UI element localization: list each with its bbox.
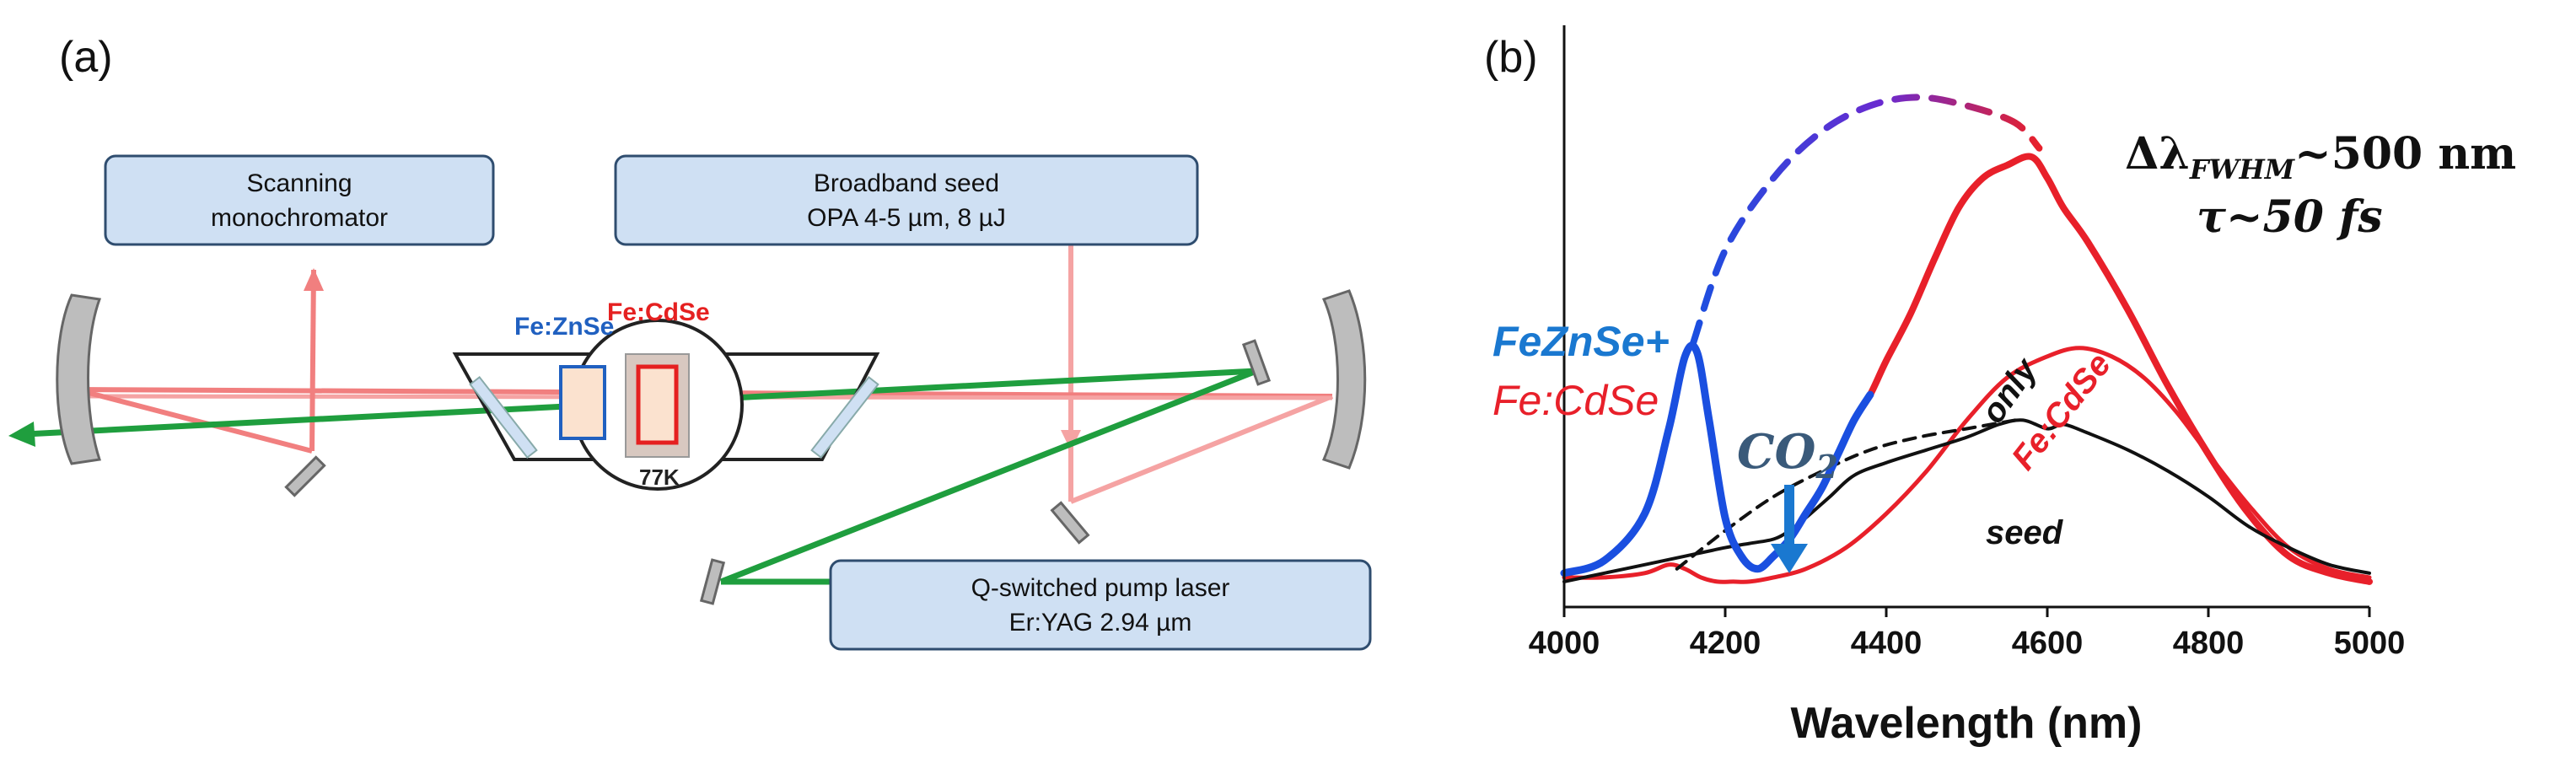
fwhm-value: ~500 nm <box>2294 128 2516 180</box>
chart-series-layer <box>1560 94 2373 585</box>
co2-text: CO <box>1737 424 1816 480</box>
mirrors <box>56 289 1367 605</box>
legend-fecdse: Fe:CdSe <box>1492 377 1659 424</box>
monochromator-line1: Scanning <box>246 169 352 197</box>
co2-arrow-icon <box>1771 485 1808 573</box>
tau-annotation: τ~50 fs <box>2197 191 2383 243</box>
cryostat: Fe:ZnSe Fe:CdSe 77K <box>452 298 880 491</box>
x-tick-label: 4000 <box>1529 626 1600 661</box>
box-monochromator: Scanning monochromator <box>104 154 495 246</box>
cryostat-housing <box>452 352 880 461</box>
x-tick-layer: 4000 4200 4400 4600 4800 5000 <box>1529 607 2406 661</box>
fezns-label: Fe:ZnSe <box>514 313 614 341</box>
fezns-crystal <box>559 365 606 440</box>
temperature-label: 77K <box>639 465 680 490</box>
seed-beam-to-mirror <box>1069 394 1334 504</box>
flat-mirror-lower-right <box>1050 501 1090 545</box>
seed-beam-arrow <box>1061 430 1081 451</box>
panel-b-label: (b) <box>1484 33 1538 82</box>
monochromator-line2: monochromator <box>211 204 388 232</box>
co2-label: CO2 <box>1737 424 1838 486</box>
flat-mirror-pump <box>699 558 726 605</box>
panel-b: (b) 4000 4200 4400 4600 4800 5000 Wavelength … <box>1484 25 2516 748</box>
curved-mirror-left <box>56 293 102 465</box>
x-tick-label: 4200 <box>1690 626 1761 661</box>
fecdse-label: Fe:CdSe <box>607 298 710 326</box>
seed-line2: OPA 4-5 µm, 8 µJ <box>807 204 1006 232</box>
curved-mirror-right <box>1321 289 1367 470</box>
amplified-beam-arrow <box>304 268 324 291</box>
pump-beam-arrow <box>8 422 35 447</box>
pump-line2: Er:YAG 2.94 µm <box>1009 609 1192 637</box>
series-seed <box>1562 418 2371 583</box>
series-feznse-blue-part- <box>1560 341 1874 578</box>
box-pump: Q-switched pump laser Er:YAG 2.94 µm <box>829 559 1372 651</box>
legend-fezns: FeZnSe+ <box>1492 318 1670 365</box>
brewster-window-left <box>469 375 538 459</box>
flat-mirror-upper-right <box>1241 339 1272 386</box>
monochromator-box <box>104 154 495 246</box>
amplified-beam-up <box>309 269 316 452</box>
pump-line1: Q-switched pump laser <box>971 574 1230 602</box>
panel-a: (a) <box>8 33 1372 651</box>
series-extrapolated-envelope <box>1689 94 2043 347</box>
seed-line1: Broadband seed <box>814 169 999 197</box>
x-tick-label: 4600 <box>2012 626 2084 661</box>
series-only-fe-cdse <box>1562 346 2372 584</box>
chart-plot: 4000 4200 4400 4600 4800 5000 Wavelength (nm) <box>1529 25 2406 748</box>
flat-mirror-lower-left <box>284 455 326 497</box>
seed-box <box>614 154 1199 246</box>
x-tick-label: 4800 <box>2173 626 2245 661</box>
fwhm-annotation: ΔλFWHM~500 nm <box>2125 128 2516 185</box>
box-seed: Broadband seed OPA 4-5 µm, 8 µJ <box>614 154 1199 246</box>
pump-beam-diag <box>719 368 1258 585</box>
seed-label: seed <box>1986 514 2064 551</box>
brewster-window-right <box>810 375 879 459</box>
x-tick-label: 4400 <box>1851 626 1923 661</box>
amplified-beam-lower <box>75 387 313 454</box>
fwhm-symbol: Δλ <box>2125 128 2190 180</box>
fwhm-subscript: FWHM <box>2189 153 2296 185</box>
panel-a-label: (a) <box>59 33 113 82</box>
x-tick-label: 5000 <box>2334 626 2406 661</box>
x-axis-label: Wavelength (nm) <box>1791 699 2143 748</box>
co2-subscript: 2 <box>1815 448 1837 486</box>
pump-box <box>829 559 1372 651</box>
fecdse-crystal <box>636 364 679 445</box>
